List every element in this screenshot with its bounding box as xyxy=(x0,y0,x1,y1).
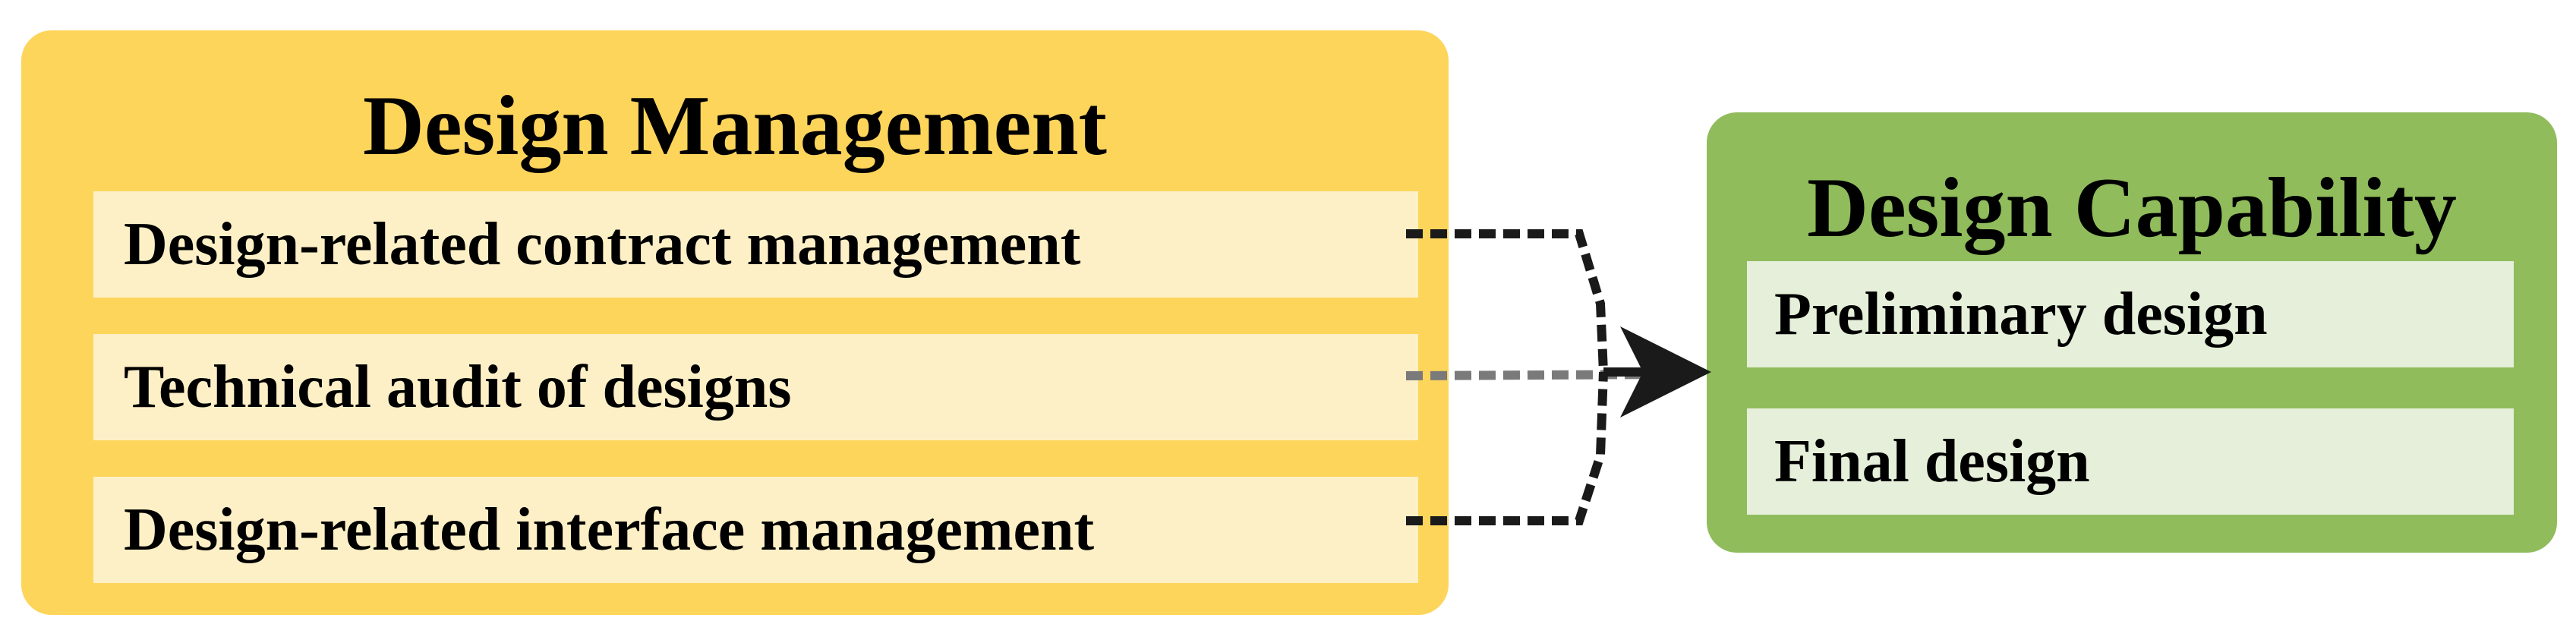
management-item-contract: Design-related contract management xyxy=(93,191,1418,298)
design-capability-title: Design Capability xyxy=(1807,161,2457,255)
connector-interface xyxy=(1406,371,1608,525)
connector-contract xyxy=(1406,229,1608,373)
management-item-interface: Design-related interface management xyxy=(93,477,1418,583)
management-item-technical-audit: Technical audit of designs xyxy=(93,334,1418,440)
capability-item-label: Preliminary design xyxy=(1774,281,2268,348)
management-item-label: Technical audit of designs xyxy=(124,354,792,421)
capability-item-final: Final design xyxy=(1747,408,2514,515)
design-management-title: Design Management xyxy=(363,79,1107,173)
design-management-panel: Design Management Design-related contrac… xyxy=(21,30,1449,615)
management-item-label: Design-related interface management xyxy=(124,496,1095,563)
design-capability-panel: Design Capability Preliminary design Fin… xyxy=(1707,112,2557,553)
capability-item-label: Final design xyxy=(1774,428,2090,495)
capability-item-preliminary: Preliminary design xyxy=(1747,261,2514,367)
management-item-label: Design-related contract management xyxy=(124,211,1081,278)
